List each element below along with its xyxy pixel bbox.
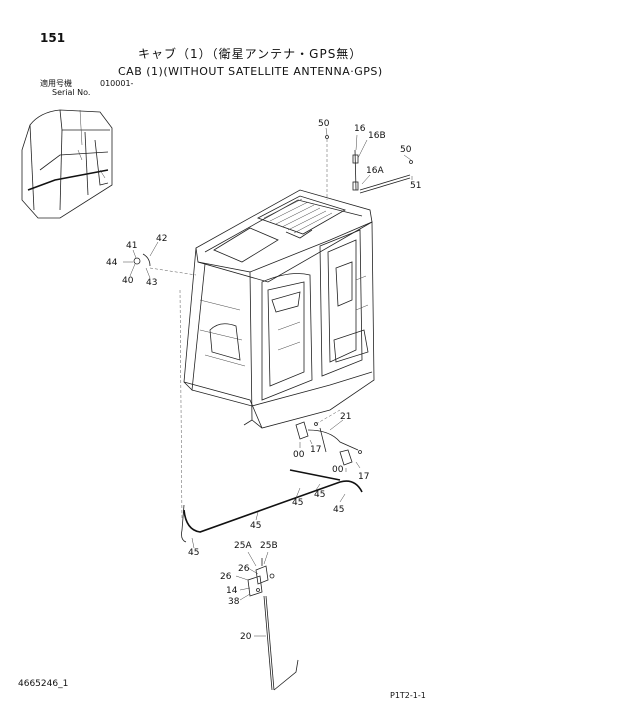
sheet-code: P1T2-1-1	[390, 691, 426, 700]
callout-17-left: 17	[310, 445, 321, 455]
callout-50-right: 50	[400, 145, 412, 155]
callout-45-upper: 45	[314, 490, 325, 500]
cab-frame	[183, 189, 375, 429]
callout-45-lower: 45	[250, 521, 261, 531]
wire-harness-45	[179, 289, 363, 549]
callout-43: 43	[146, 278, 157, 288]
callout-16: 16	[354, 124, 366, 134]
page-number: 151	[40, 31, 66, 45]
callout-40: 40	[122, 276, 134, 286]
serial-label-english: Serial No.	[52, 88, 91, 97]
callout-25b: 25B	[260, 541, 278, 551]
callout-42: 42	[156, 234, 167, 244]
callout-16b: 16B	[368, 131, 386, 141]
callout-45-mid: 45	[292, 498, 303, 508]
bracket-assembly-left	[123, 241, 197, 279]
callout-44: 44	[106, 258, 118, 268]
callout-20: 20	[240, 632, 252, 642]
callout-00-right: 00	[332, 465, 344, 475]
callout-16a: 16A	[366, 166, 384, 176]
callout-26-lower: 26	[220, 572, 232, 582]
callout-00-left: 00	[293, 450, 305, 460]
title-english: CAB (1)(WITHOUT SATELLITE ANTENNA·GPS)	[118, 65, 383, 78]
document-number: 4665246_1	[18, 679, 69, 689]
serial-value: 010001-	[100, 79, 134, 88]
callout-51: 51	[410, 181, 421, 191]
callout-38: 38	[228, 597, 240, 607]
callout-25a: 25A	[234, 541, 252, 551]
callout-21: 21	[340, 412, 351, 422]
callout-17-right: 17	[358, 472, 369, 482]
reference-cab-sketch	[21, 109, 113, 219]
callout-45-left: 45	[188, 548, 199, 558]
callout-45-right: 45	[333, 505, 344, 515]
bracket-assembly-lower	[235, 551, 299, 691]
callout-14: 14	[226, 586, 238, 596]
callout-41: 41	[126, 241, 137, 251]
serial-label-japanese: 適用号機	[40, 79, 72, 88]
callout-50-top: 50	[318, 119, 330, 129]
callout-26-upper: 26	[238, 564, 250, 574]
antenna-rod-assembly	[325, 127, 413, 200]
lamp-harness-assembly	[295, 409, 362, 472]
title-japanese: キャブ（1）（衛星アンテナ・GPS無）	[138, 47, 363, 61]
callout-labels: 50 16 16B 50 16A 51 41 42 44 40 43 21 00…	[106, 119, 421, 642]
